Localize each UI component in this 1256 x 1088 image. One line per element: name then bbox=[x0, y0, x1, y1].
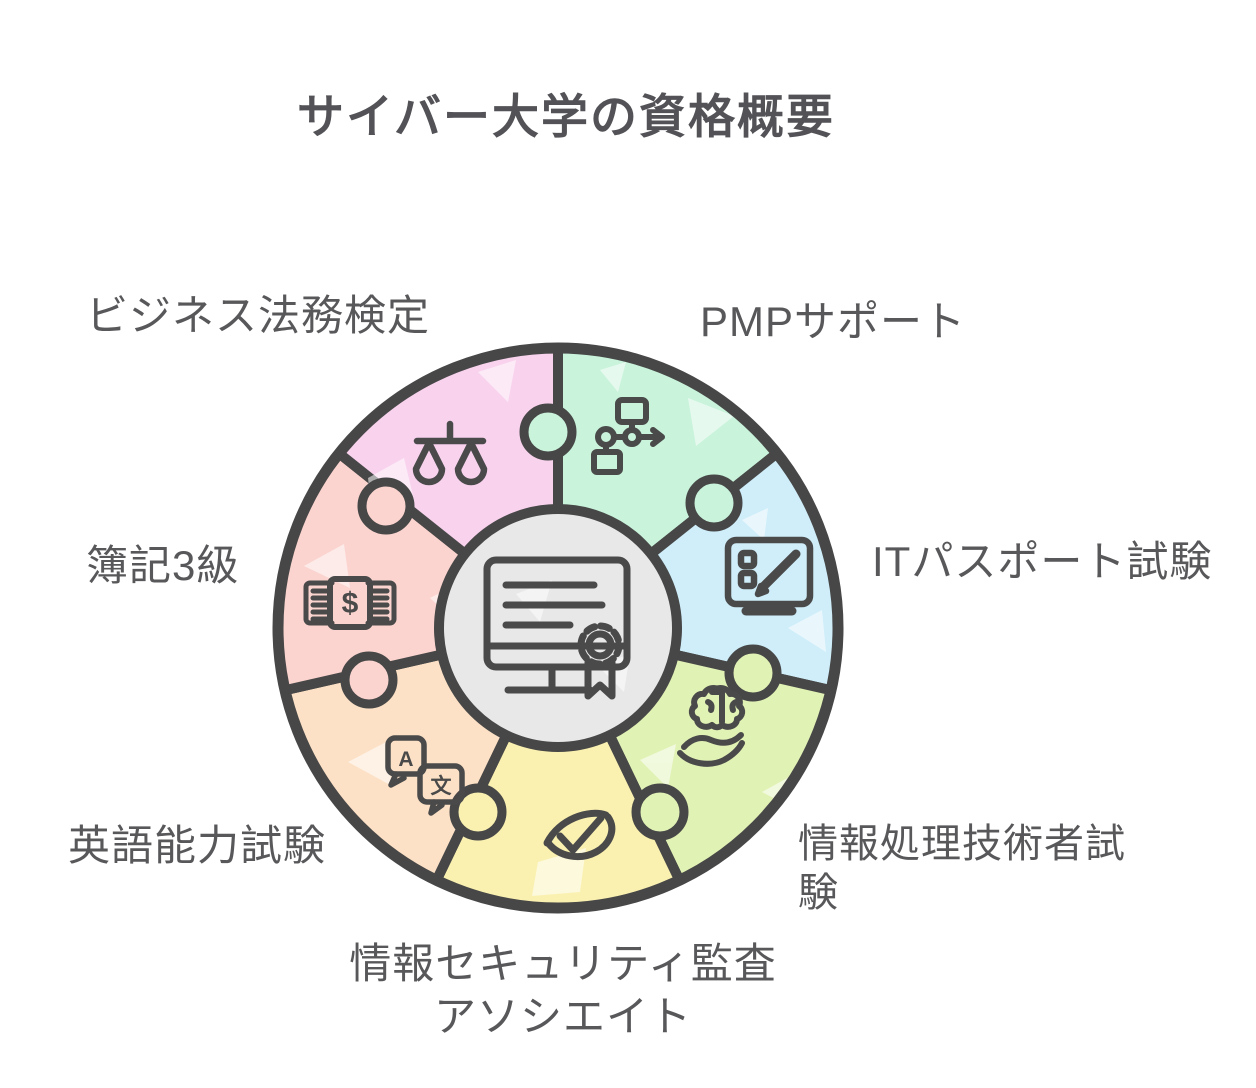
knob-peach-salmon bbox=[340, 651, 398, 709]
label-bookkeeping: 簿記3級 bbox=[86, 542, 240, 589]
knob-yg-yellow bbox=[631, 783, 689, 841]
exam-pencil-icon bbox=[724, 536, 814, 616]
outer-ring bbox=[272, 342, 844, 914]
label-security-audit: 情報セキュリティ監査アソシエイト bbox=[349, 940, 777, 1040]
label-info-processing: 情報処理技術者試験 bbox=[798, 822, 1126, 915]
label-it-passport: ITパスポート試験 bbox=[872, 538, 1213, 585]
knob-blue-yg bbox=[724, 644, 782, 702]
knob-salmon-pink bbox=[357, 477, 415, 535]
puzzle-knobs bbox=[340, 403, 782, 841]
knob-green-blue bbox=[685, 474, 743, 532]
translate-icon: A 文 bbox=[385, 735, 465, 816]
scales-icon bbox=[412, 420, 488, 486]
certificate-icon bbox=[483, 556, 631, 700]
label-english-test: 英語能力試験 bbox=[68, 822, 327, 869]
translate-bun-glyph: 文 bbox=[431, 774, 453, 798]
label-pmp-support: PMPサポート bbox=[700, 298, 967, 345]
money-dollar-glyph: $ bbox=[342, 587, 359, 620]
page-title: サイバー大学の資格概要 bbox=[296, 90, 836, 143]
checkmark-icon bbox=[543, 809, 616, 861]
translate-a-glyph: A bbox=[398, 748, 413, 771]
flowchart-icon bbox=[591, 397, 665, 475]
knob-top bbox=[519, 403, 577, 461]
label-business-law: ビジネス法務検定 bbox=[86, 292, 431, 339]
knob-yellow-peach bbox=[449, 783, 507, 841]
brain-hand-icon bbox=[677, 685, 746, 767]
money-icon: $ bbox=[303, 576, 397, 630]
